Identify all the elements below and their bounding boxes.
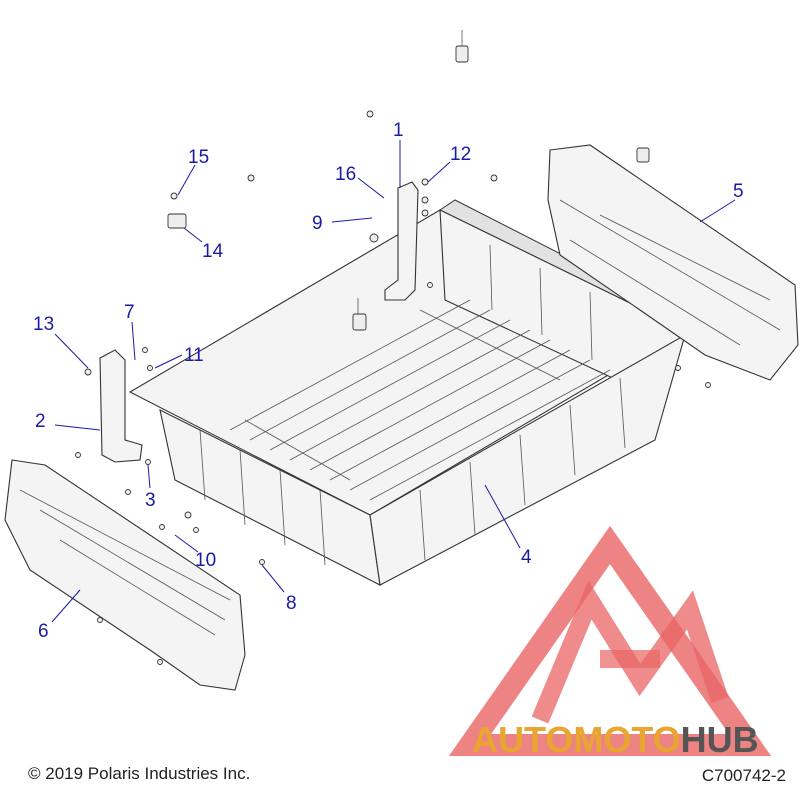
side-ribs: [199, 244, 626, 566]
callout-8: 8: [286, 593, 297, 614]
hardware: [75, 30, 711, 665]
svg-text:AUTOMOTOHUB: AUTOMOTOHUB: [472, 719, 759, 760]
callout-2: 2: [35, 411, 46, 432]
cargo-box: [128, 199, 691, 586]
callout-labels: 1 2 3 4 5 6 7 8 9 10 11 12 13 14 15 16: [33, 120, 744, 642]
leader-lines: [51, 140, 736, 623]
callout-7: 7: [124, 302, 135, 323]
watermark-text-part1: AUTOMOTO: [472, 719, 681, 760]
callout-11: 11: [184, 345, 204, 366]
callout-10: 10: [195, 550, 216, 571]
floor-ribs: [229, 299, 611, 501]
callout-13: 13: [33, 314, 54, 335]
callout-3: 3: [145, 490, 156, 511]
watermark-logo: [448, 525, 772, 756]
copyright-notice: © 2019 Polaris Industries Inc.: [28, 764, 251, 783]
watermark-text-part2: HUB: [681, 719, 759, 760]
callout-15: 15: [188, 147, 209, 168]
callout-16: 16: [335, 164, 356, 185]
left-side-panel: [4, 459, 246, 691]
callout-1: 1: [393, 120, 404, 141]
callout-4: 4: [521, 547, 532, 568]
bracket-part-2: [99, 349, 143, 463]
callout-12: 12: [450, 144, 471, 165]
watermark: AUTOMOTOHUB: [472, 719, 759, 760]
right-side-panel: [547, 144, 799, 381]
drawing-number: C700742-2: [701, 766, 786, 785]
callout-9: 9: [312, 213, 323, 234]
bracket-part-1: [384, 181, 419, 301]
callout-5: 5: [733, 181, 744, 202]
callout-6: 6: [38, 621, 49, 642]
callout-14: 14: [202, 241, 224, 262]
